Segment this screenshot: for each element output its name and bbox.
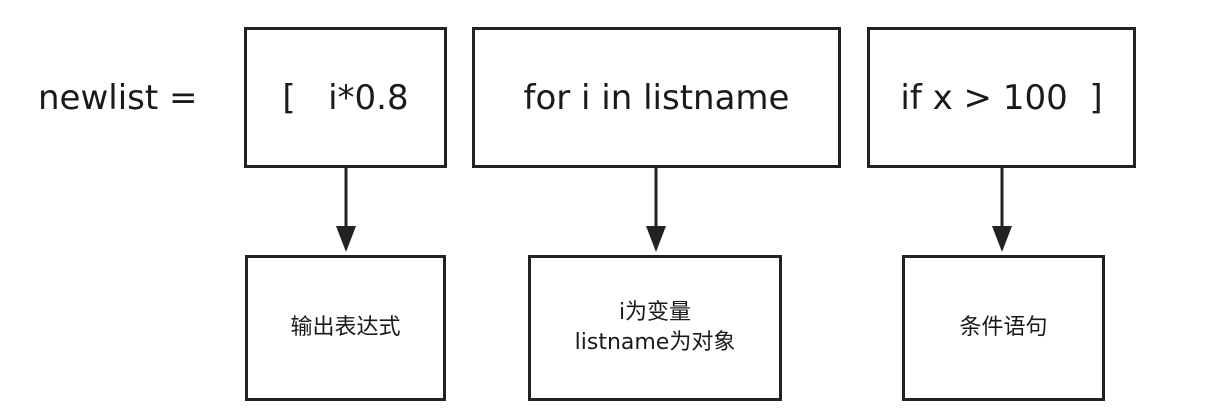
top-box-expression-text: [ i*0.8 [282, 77, 409, 118]
assignment-label: newlist = [38, 78, 198, 118]
bottom-box-expression: 输出表达式 [245, 255, 446, 401]
bottom-box-expression-line-1: 输出表达式 [290, 315, 401, 340]
bottom-box-loop-line-2: listname为对象 [574, 330, 736, 355]
top-box-condition: if x > 100 ] [867, 27, 1136, 168]
top-box-loop: for i in listname [472, 27, 841, 168]
top-box-loop-text: for i in listname [523, 77, 790, 118]
top-box-expression: [ i*0.8 [244, 27, 447, 168]
bottom-box-condition-line-1: 条件语句 [959, 315, 1048, 340]
bottom-box-condition: 条件语句 [902, 255, 1105, 401]
bottom-box-loop-line-1: i为变量 [618, 300, 692, 325]
top-box-condition-text: if x > 100 ] [900, 77, 1103, 118]
arrow-loop-head [646, 226, 666, 252]
bottom-box-loop: i为变量 listname为对象 [528, 255, 782, 401]
arrow-condition-head [992, 226, 1012, 252]
arrow-expression-head [336, 226, 356, 252]
